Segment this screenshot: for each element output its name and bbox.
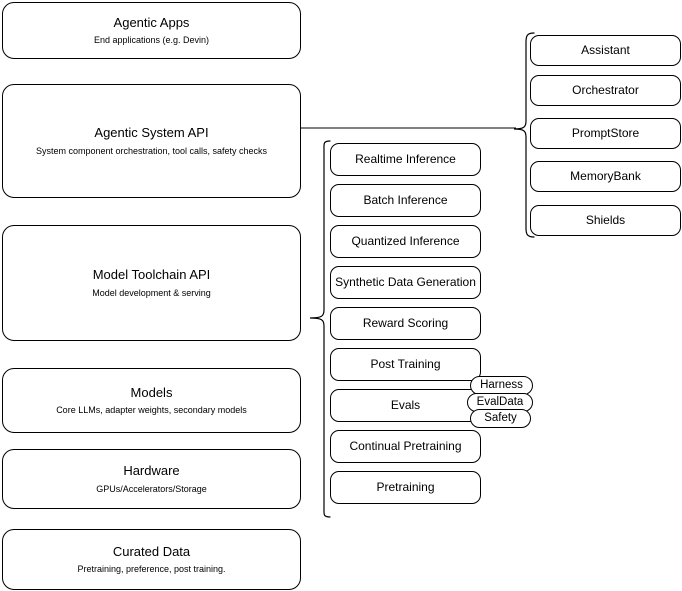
system-component-orchestrator[interactable]: Orchestrator	[530, 75, 681, 106]
system-component-label: Orchestrator	[572, 83, 639, 98]
toolchain-item-continual-pretraining[interactable]: Continual Pretraining	[330, 430, 481, 463]
toolchain-item-pretraining[interactable]: Pretraining	[330, 471, 481, 504]
brace-system-components	[512, 32, 536, 238]
toolchain-item-quantized-inference[interactable]: Quantized Inference	[330, 225, 481, 258]
toolchain-item-batch-inference[interactable]: Batch Inference	[330, 184, 481, 217]
layer-title: Agentic Apps	[113, 14, 190, 30]
toolchain-item-realtime-inference[interactable]: Realtime Inference	[330, 143, 481, 176]
layer-title: Agentic System API	[94, 125, 209, 141]
layer-subtitle: Core LLMs, adapter weights, secondary mo…	[56, 405, 247, 416]
system-component-label: Shields	[585, 213, 626, 228]
layer-subtitle: Model development & serving	[92, 287, 211, 298]
toolchain-item-evals[interactable]: Evals	[330, 389, 481, 422]
system-component-memorybank[interactable]: MemoryBank	[530, 161, 681, 192]
system-component-assistant[interactable]: Assistant	[530, 35, 681, 66]
layer-subtitle: Pretraining, preference, post training.	[77, 564, 226, 575]
eval-tag-label: Harness	[480, 378, 523, 391]
toolchain-item-label: Reward Scoring	[362, 316, 449, 331]
eval-tag-safety[interactable]: Safety	[470, 409, 531, 428]
toolchain-item-label: Evals	[390, 398, 421, 413]
toolchain-item-label: Continual Pretraining	[349, 439, 462, 454]
system-component-label: Assistant	[581, 43, 630, 58]
layer-subtitle: System component orchestration, tool cal…	[35, 145, 268, 156]
toolchain-item-reward-scoring[interactable]: Reward Scoring	[330, 307, 481, 340]
toolchain-item-synthetic-data-generation[interactable]: Synthetic Data Generation	[330, 266, 481, 299]
toolchain-item-label: Quantized Inference	[351, 234, 460, 249]
layer-box-model-toolchain-api[interactable]: Model Toolchain API Model development & …	[2, 225, 301, 341]
connector-system-api-to-components	[300, 118, 520, 140]
toolchain-item-post-training[interactable]: Post Training	[330, 348, 481, 381]
system-component-label: PromptStore	[571, 126, 640, 141]
layer-box-agentic-system-api[interactable]: Agentic System API System component orch…	[2, 84, 301, 198]
system-component-label: MemoryBank	[570, 169, 641, 184]
toolchain-item-label: Batch Inference	[363, 193, 448, 208]
toolchain-item-label: Realtime Inference	[355, 152, 456, 167]
layer-box-curated-data[interactable]: Curated Data Pretraining, preference, po…	[2, 529, 301, 590]
layer-title: Model Toolchain API	[92, 267, 211, 283]
system-component-shields[interactable]: Shields	[530, 205, 681, 236]
brace-toolchain-items	[308, 140, 332, 518]
system-component-promptstore[interactable]: PromptStore	[530, 118, 681, 149]
layer-title: Curated Data	[112, 543, 191, 559]
toolchain-item-label: Synthetic Data Generation	[335, 275, 476, 290]
toolchain-item-label: Pretraining	[376, 480, 435, 495]
layer-box-agentic-apps[interactable]: Agentic Apps End applications (e.g. Devi…	[2, 2, 301, 59]
layer-subtitle: End applications (e.g. Devin)	[93, 35, 210, 46]
layer-box-models[interactable]: Models Core LLMs, adapter weights, secon…	[2, 368, 301, 433]
toolchain-item-label: Post Training	[370, 357, 441, 372]
layer-box-hardware[interactable]: Hardware GPUs/Accelerators/Storage	[2, 449, 301, 509]
eval-tag-label: Safety	[484, 411, 517, 424]
layer-title: Hardware	[123, 463, 180, 479]
layer-title: Models	[130, 384, 173, 400]
eval-tag-label: EvalData	[476, 395, 524, 408]
layer-subtitle: GPUs/Accelerators/Storage	[96, 483, 207, 494]
